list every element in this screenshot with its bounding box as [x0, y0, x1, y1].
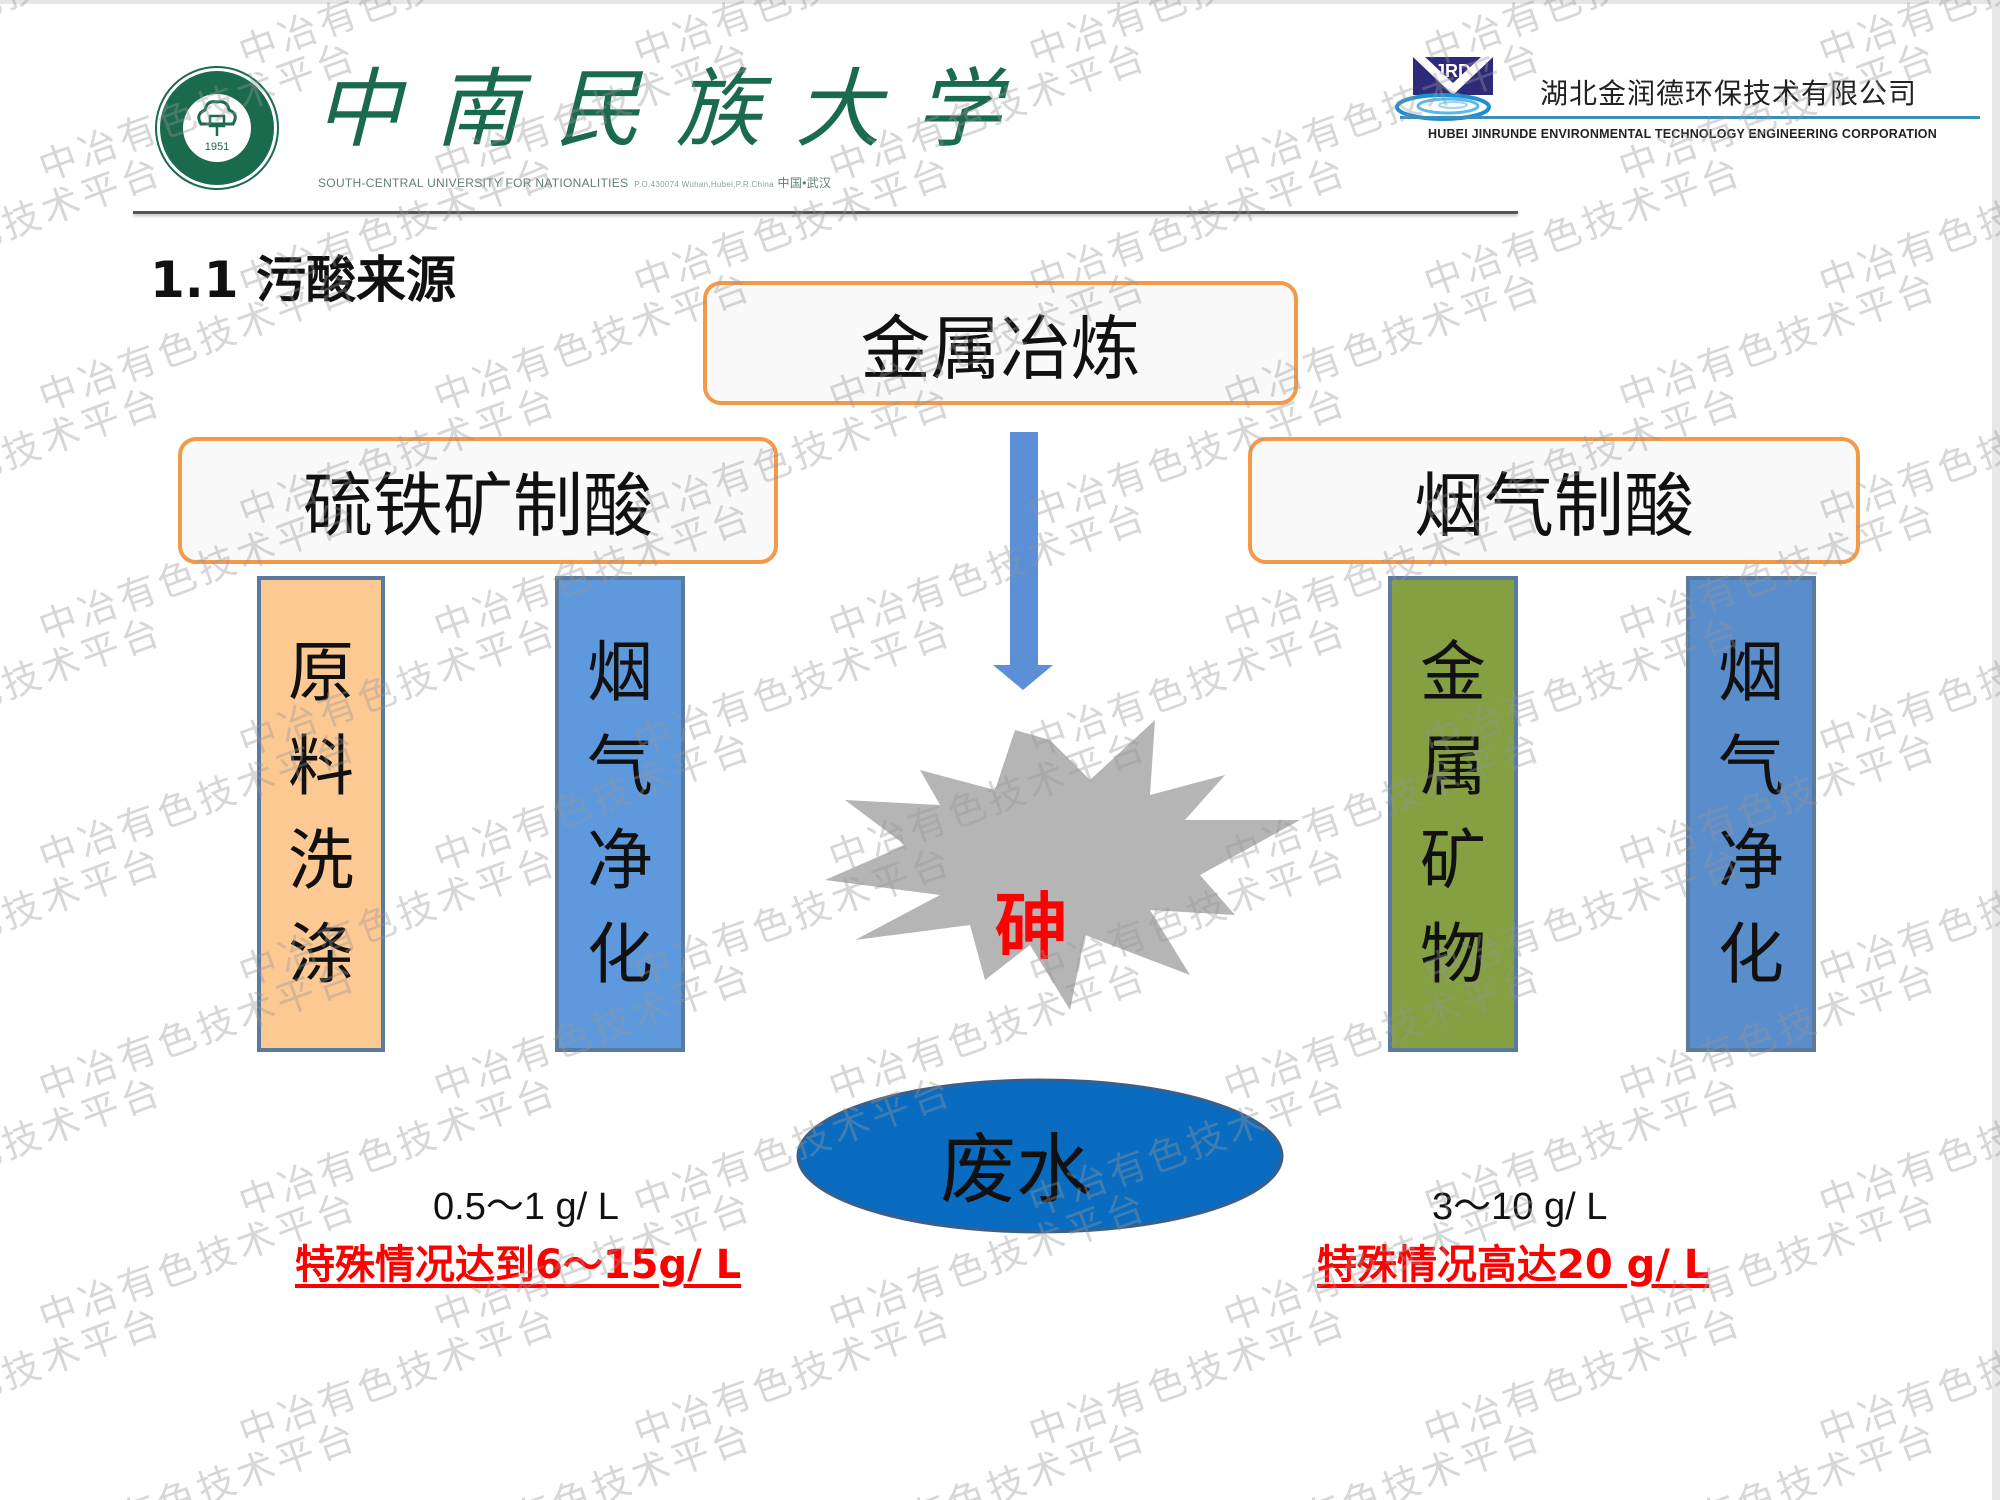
university-english-name: SOUTH-CENTRAL UNIVERSITY FOR NATIONALITI…	[318, 174, 831, 191]
column-char: 化	[587, 916, 653, 993]
watermark-text: 中冶有色技术平台	[1020, 0, 1355, 77]
company-divider	[1400, 116, 1980, 119]
watermark-text: 中冶有色技术平台	[0, 838, 169, 995]
explosion-burst-icon	[825, 720, 1300, 1010]
flue-gas-purification-column-left: 烟 气 净 化	[555, 576, 685, 1052]
watermark-text: 中冶有色技术平台	[1813, 838, 2000, 995]
flue-gas-concentration: 3～10 g/ L	[1432, 1186, 1608, 1228]
university-en-text: SOUTH-CENTRAL UNIVERSITY FOR NATIONALITI…	[318, 176, 629, 190]
watermark-text: 中冶有色技术平台	[1218, 1413, 1549, 1500]
watermark-text: 中冶有色技术平台	[33, 1413, 364, 1500]
jrd-company-logo-icon: JRD	[1395, 57, 1493, 121]
watermark-text: 中冶有色技术平台	[1813, 148, 2000, 305]
watermark-text: 中冶有色技术平台	[0, 378, 169, 535]
column-char: 矿	[1420, 822, 1486, 899]
wastewater-label: 废水	[940, 1125, 1092, 1214]
flue-gas-special-case: 特殊情况高达20 g/ L	[1317, 1242, 1710, 1288]
pyrite-concentration: 0.5～1 g/ L	[433, 1186, 619, 1228]
watermark-text: 中冶有色技术平台	[1613, 1413, 1944, 1500]
column-char: 物	[1420, 916, 1486, 993]
watermark-text: 中冶有色技术平台	[0, 1068, 169, 1225]
column-char: 洗	[288, 822, 354, 899]
university-city: 中国•武汉	[777, 176, 832, 190]
column-char: 烟	[1718, 634, 1784, 711]
watermark-text: 中冶有色技术平台	[1613, 263, 1944, 420]
column-char: 属	[1420, 728, 1486, 805]
column-char: 料	[288, 728, 354, 805]
watermark-text: 中冶有色技术平台	[1023, 1298, 1354, 1455]
watermark-text: 中冶有色技术平台	[823, 493, 1154, 650]
pyrite-acid-label: 硫铁矿制酸	[303, 465, 653, 547]
down-arrow-icon	[993, 432, 1053, 690]
column-char: 原	[288, 634, 354, 711]
watermark-text: 中冶有色技术平台	[628, 1298, 959, 1455]
raw-material-washing-column: 原 料 洗 涤	[257, 576, 385, 1052]
svg-text:1951: 1951	[205, 141, 229, 153]
watermark-text: 中冶有色技术平台	[1813, 608, 2000, 765]
metal-minerals-column: 金 属 矿 物	[1388, 576, 1518, 1052]
watermark-text: 中冶有色技术平台	[1418, 148, 1749, 305]
column-char: 化	[1718, 916, 1784, 993]
wastewater-ellipse	[796, 1078, 1284, 1234]
pyrite-acid-box: 硫铁矿制酸	[178, 437, 778, 564]
column-char: 涤	[288, 916, 354, 993]
watermark-text: 中冶有色技术平台	[0, 148, 169, 305]
right-edge	[1992, 0, 2000, 1500]
column-char: 净	[587, 822, 653, 899]
watermark-text: 中冶有色技术平台	[0, 608, 169, 765]
company-name: 湖北金润德环保技术有限公司	[1540, 77, 1918, 110]
flue-gas-acid-label: 烟气制酸	[1414, 465, 1694, 547]
column-char: 烟	[587, 634, 653, 711]
university-address: P.O.430074 Wuhan,Hubei,P.R.China	[634, 180, 774, 189]
section-title: 1.1 污酸来源	[150, 251, 456, 309]
metal-smelting-label: 金属冶炼	[860, 307, 1141, 390]
arsenic-label: 砷	[995, 884, 1068, 969]
metal-smelting-box: 金属冶炼	[703, 281, 1298, 405]
watermark-text: 中冶有色技术平台	[1810, 0, 2000, 77]
watermark-text: 中冶有色技术平台	[823, 1413, 1154, 1500]
watermark-text: 中冶有色技术平台	[1418, 1298, 1749, 1455]
header-divider	[133, 211, 1518, 214]
column-char: 金	[1420, 634, 1486, 711]
column-char: 气	[587, 728, 653, 805]
watermark-text: 中冶有色技术平台	[0, 1298, 169, 1455]
flue-gas-purification-column-right: 烟 气 净 化	[1686, 576, 1816, 1052]
watermark-text: 中冶有色技术平台	[428, 1413, 759, 1500]
university-seal-icon: 1951	[155, 66, 279, 190]
column-char: 气	[1718, 728, 1784, 805]
column-char: 净	[1718, 822, 1784, 899]
watermark-text: 中冶有色技术平台	[0, 0, 170, 77]
svg-text:JRD: JRD	[1435, 61, 1471, 81]
watermark-text: 中冶有色技术平台	[233, 1298, 564, 1455]
top-edge	[0, 0, 2000, 4]
pyrite-special-case: 特殊情况达到6～15g/ L	[295, 1242, 742, 1288]
flue-gas-acid-box: 烟气制酸	[1248, 437, 1860, 564]
university-name: 中南民族大学	[315, 60, 1035, 160]
watermark-text: 中冶有色技术平台	[1813, 1068, 2000, 1225]
company-english-name: HUBEI JINRUNDE ENVIRONMENTAL TECHNOLOGY …	[1428, 127, 1937, 141]
watermark-text: 中冶有色技术平台	[1813, 1298, 2000, 1455]
